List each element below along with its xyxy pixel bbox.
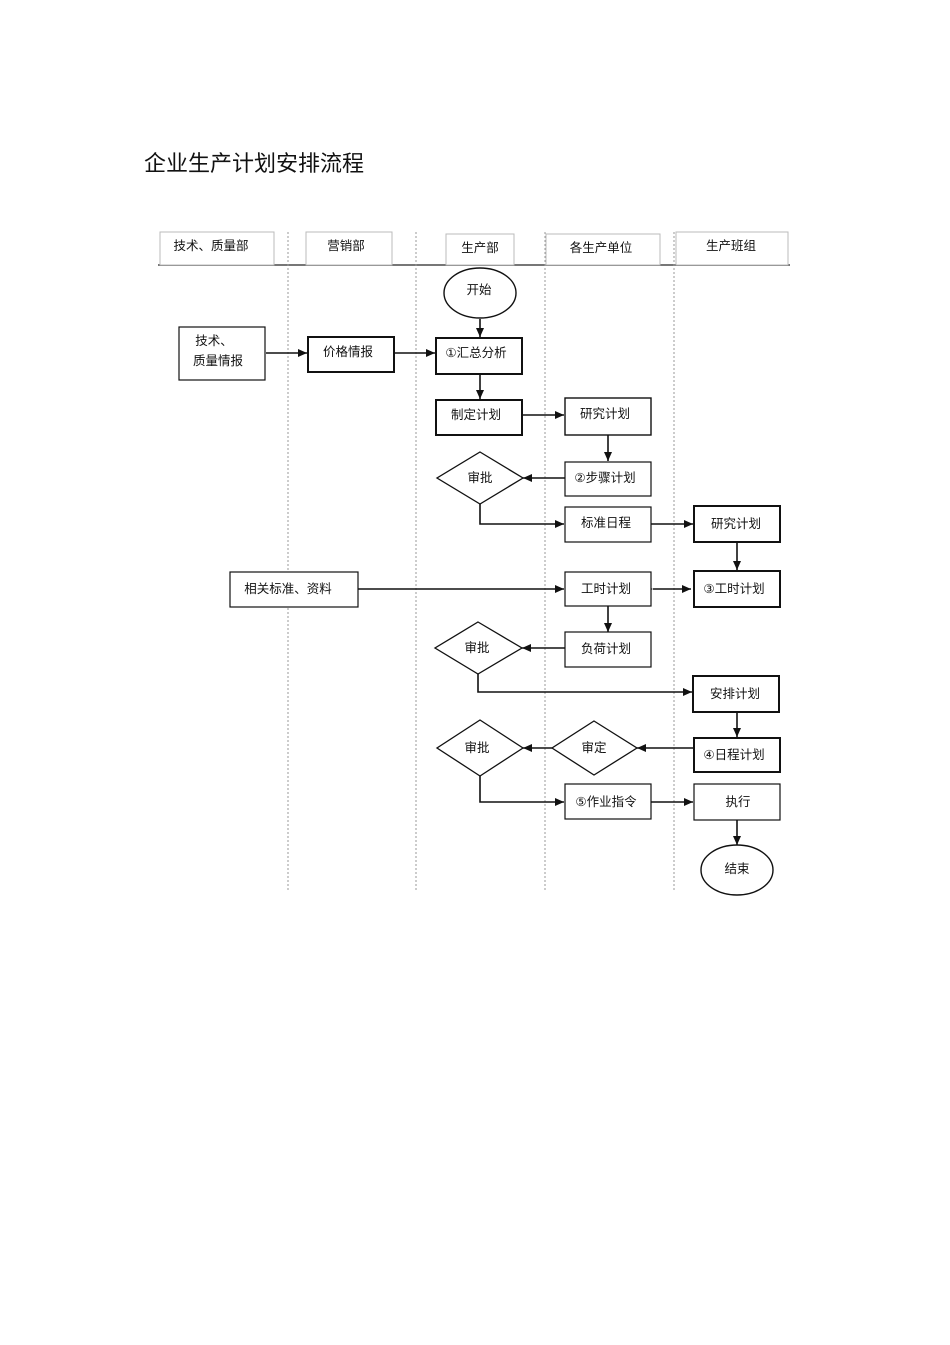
make-plan-box: 制定计划 bbox=[435, 399, 523, 436]
node-label: 审批 bbox=[464, 740, 489, 755]
node-label: 标准日程 bbox=[581, 515, 632, 530]
edge-approve3-order bbox=[479, 776, 564, 806]
work-order-box: ⑤作业指令 bbox=[564, 783, 652, 820]
summary-analysis-box: ①汇总分析 bbox=[435, 337, 523, 375]
node-label: 安排计划 bbox=[710, 686, 760, 701]
day-plan-box: ④日程计划 bbox=[693, 737, 781, 773]
approve-diamond-2: 审批 bbox=[433, 621, 524, 675]
arrange-plan-box: 安排计划 bbox=[692, 675, 780, 713]
start-node: 开始 bbox=[443, 267, 517, 319]
standards-data-box: 相关标准、资料 bbox=[229, 571, 359, 608]
load-plan-box: 负荷计划 bbox=[564, 631, 652, 668]
node-label: ②步骤计划 bbox=[574, 470, 635, 485]
lane-header-units: 各生产单位 bbox=[545, 233, 661, 266]
page-title: 企业生产计划安排流程 bbox=[144, 152, 365, 177]
price-info-box: 价格情报 bbox=[307, 336, 395, 373]
tech-quality-info-box: 技术、 质量情报 bbox=[178, 326, 266, 381]
node-label: ⑤作业指令 bbox=[575, 794, 637, 809]
standard-schedule-box: 标准日程 bbox=[564, 506, 652, 543]
hours-plan-team-box: ③工时计划 bbox=[693, 570, 781, 608]
node-label: ③工时计划 bbox=[703, 581, 764, 596]
lane-label: 营销部 bbox=[327, 238, 365, 253]
edge-approve2-arrange bbox=[477, 673, 692, 696]
lane-label: 生产部 bbox=[461, 240, 499, 255]
lane-label: 生产班组 bbox=[706, 238, 756, 253]
edge-approve1-std bbox=[479, 504, 564, 528]
lane-separators bbox=[287, 232, 675, 890]
node-label: 相关标准、资料 bbox=[244, 581, 332, 596]
node-label: 研究计划 bbox=[711, 516, 761, 531]
node-label: 审批 bbox=[467, 470, 492, 485]
study-plan-unit-box: 研究计划 bbox=[564, 397, 652, 436]
node-label: 审定 bbox=[581, 740, 606, 755]
node-label: ①汇总分析 bbox=[445, 345, 506, 360]
node-label: 开始 bbox=[466, 282, 492, 297]
node-label: 工时计划 bbox=[581, 581, 631, 596]
node-label: 研究计划 bbox=[580, 406, 630, 421]
execute-box: 执行 bbox=[693, 783, 781, 821]
node-label: 质量情报 bbox=[193, 353, 244, 368]
lane-header-marketing: 营销部 bbox=[305, 231, 393, 266]
study-plan-team-box: 研究计划 bbox=[693, 505, 781, 543]
node-label: ④日程计划 bbox=[703, 747, 764, 762]
node-label: 结束 bbox=[724, 861, 750, 876]
approve-diamond-1: 审批 bbox=[435, 451, 525, 505]
node-label: 负荷计划 bbox=[581, 641, 631, 656]
node-label: 价格情报 bbox=[323, 344, 374, 359]
node-label: 执行 bbox=[725, 794, 750, 809]
node-label: 技术、 bbox=[195, 333, 233, 348]
lane-header-teams: 生产班组 bbox=[675, 231, 789, 266]
verify-diamond: 审定 bbox=[550, 720, 639, 776]
step-plan-box: ②步骤计划 bbox=[564, 461, 652, 497]
node-label: 审批 bbox=[464, 640, 489, 655]
node-label: 制定计划 bbox=[451, 407, 501, 422]
lane-header-production: 生产部 bbox=[445, 233, 515, 266]
approve-diamond-3: 审批 bbox=[435, 719, 525, 777]
lane-label: 各生产单位 bbox=[570, 240, 633, 255]
lane-label: 技术、质量部 bbox=[173, 238, 248, 253]
end-node: 结束 bbox=[700, 844, 774, 896]
connectors bbox=[266, 319, 741, 845]
lane-header-tech-quality: 技术、质量部 bbox=[159, 231, 275, 266]
hours-plan-unit-box: 工时计划 bbox=[564, 571, 652, 607]
